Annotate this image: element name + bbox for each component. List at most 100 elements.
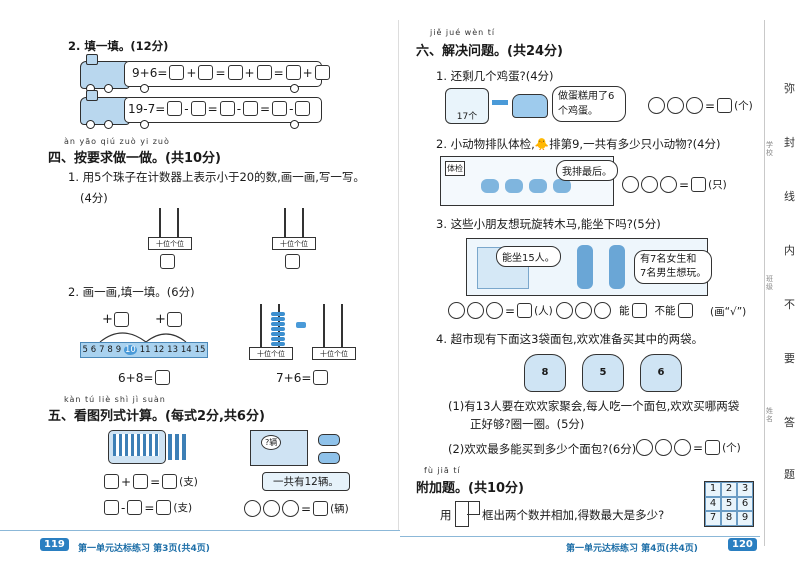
operand-circle[interactable]: [648, 97, 665, 114]
carousel-equation: = (人): [448, 302, 553, 319]
answer-box[interactable]: [313, 501, 329, 516]
animal-icon: [481, 179, 499, 193]
speech-bubble-eggs: 做蛋糕用了6个鸡蛋。: [552, 86, 626, 122]
operator-circle[interactable]: [575, 302, 592, 319]
child-icon: [609, 245, 625, 289]
gutter: [398, 20, 399, 530]
bread-bag-icon[interactable]: 8: [524, 354, 566, 392]
cannot-checkbox[interactable]: [677, 303, 693, 318]
abacus-label: 十位个位: [312, 347, 356, 360]
operand-circle[interactable]: [660, 176, 677, 193]
sec6-q4-2: (2)欢欢最多能买到多少个面包?(6分): [448, 442, 637, 456]
answer-box[interactable]: [243, 101, 259, 116]
answer-box[interactable]: [717, 98, 733, 113]
sec5-pinyin: kàn tú liè shì jì suàn: [64, 395, 166, 404]
sec6-q4: 4. 超市现有下面这3袋面包,欢欢准备买其中的两袋。: [436, 332, 704, 346]
compare-row: 能 不能: [556, 302, 693, 319]
equation-6-plus-8: 6+8=: [118, 370, 171, 385]
eggs-equation: = (个): [648, 97, 753, 114]
speech-bubble-last: 我排最后。: [556, 160, 618, 181]
egg-tray-icon: 17个: [445, 88, 489, 124]
operator-circle[interactable]: [641, 176, 658, 193]
operand-circle[interactable]: [486, 302, 503, 319]
footer-rule: [400, 536, 760, 537]
extra-pinyin: fù jiā tí: [424, 466, 461, 475]
answer-box[interactable]: [295, 101, 311, 116]
operator-circle[interactable]: [263, 500, 280, 517]
q2-fill-label: 2. 填一填。(12分): [68, 39, 169, 53]
answer-box[interactable]: [198, 65, 214, 80]
number-grid: 1 2 3 4 5 6 7 8 9: [704, 481, 754, 527]
pencil-icon: [182, 434, 186, 460]
abacus-label: 十位个位: [148, 237, 192, 250]
operand-circle[interactable]: [686, 97, 703, 114]
tick-hint: (画“√”): [710, 306, 747, 318]
answer-box[interactable]: [190, 101, 206, 116]
answer-box[interactable]: [156, 500, 172, 515]
sec4-pinyin: àn yāo qiú zuò yi zuò: [64, 137, 170, 146]
sec6-q4-1a: (1)有13人要在欢欢家聚会,每人吃一个面包,欢欢买哪两袋: [448, 399, 740, 413]
sec4-q1: 1. 用5个珠子在计数器上表示小于20的数,画一画,写一写。: [68, 170, 365, 184]
pencil-eq-sub: - = (支): [104, 500, 192, 515]
sec6-q1: 1. 还剩几个鸡蛋?(4分): [436, 69, 554, 83]
operand-circle[interactable]: [594, 302, 611, 319]
pencil-eq-add: + = (支): [104, 474, 198, 489]
answer-box[interactable]: [705, 440, 721, 455]
operator-circle[interactable]: [655, 439, 672, 456]
footer-text: 第一单元达标练习 第3页(共4页): [78, 544, 210, 554]
can-checkbox[interactable]: [631, 303, 647, 318]
operand-circle[interactable]: [636, 439, 653, 456]
cake-icon: [512, 94, 548, 118]
answer-box[interactable]: [285, 254, 300, 269]
answer-box[interactable]: [272, 101, 288, 116]
sec4-q1-score: (4分): [80, 191, 108, 205]
operand-circle[interactable]: [244, 500, 261, 517]
animal-icon: [553, 179, 571, 193]
operand-circle[interactable]: [448, 302, 465, 319]
answer-box[interactable]: [169, 65, 185, 80]
answer-box[interactable]: [104, 500, 119, 515]
bread-bag-icon[interactable]: 6: [640, 354, 682, 392]
animal-icon: [505, 179, 523, 193]
sec6-q2: 2. 小动物排队体检,🐥排第9,一共有多少只小动物?(4分): [436, 137, 721, 151]
arrow-icon: [492, 100, 508, 105]
answer-box[interactable]: [219, 101, 235, 116]
operator-circle[interactable]: [467, 302, 484, 319]
sec4-q2: 2. 画一画,填一填。(6分): [68, 285, 195, 299]
answer-box[interactable]: [285, 65, 301, 80]
answer-box[interactable]: [160, 254, 175, 269]
fill-equation-2: 19-7= - = - = -: [128, 101, 311, 116]
answer-box[interactable]: [256, 65, 272, 80]
total-cars-label: 一共有12辆。: [262, 472, 350, 491]
answer-box[interactable]: [162, 474, 178, 489]
answer-box[interactable]: [114, 312, 129, 327]
animals-equation: = (只): [622, 176, 727, 193]
abacus-label: 十位个位: [272, 237, 316, 250]
operator-circle[interactable]: [667, 97, 684, 114]
answer-box[interactable]: [104, 474, 119, 489]
arrow-icon: [296, 322, 306, 328]
sec4-title: 四、按要求做一做。(共10分): [48, 151, 221, 166]
answer-box[interactable]: [227, 65, 243, 80]
extra-text-post: 框出两个数并相加,得数最大是多少?: [482, 508, 665, 522]
operand-circle[interactable]: [282, 500, 299, 517]
answer-box[interactable]: [133, 474, 149, 489]
answer-box[interactable]: [155, 370, 171, 385]
page-number: 120: [728, 538, 757, 551]
operand-circle[interactable]: [556, 302, 573, 319]
bread-bag-icon[interactable]: 5: [582, 354, 624, 392]
answer-box[interactable]: [691, 177, 707, 192]
answer-box[interactable]: [314, 65, 330, 80]
answer-box[interactable]: [127, 500, 143, 515]
fill-equation-1: 9+6= + = + = +: [132, 65, 330, 80]
car-box-icon: ?辆: [250, 430, 308, 466]
operand-circle[interactable]: [622, 176, 639, 193]
answer-box[interactable]: [313, 370, 329, 385]
footer-rule: [0, 530, 400, 531]
sec6-q4-1b: 正好够?圈一圈。(5分): [470, 417, 585, 431]
answer-box[interactable]: [167, 101, 183, 116]
page-number: 119: [40, 538, 69, 551]
answer-box[interactable]: [517, 303, 533, 318]
operand-circle[interactable]: [674, 439, 691, 456]
answer-box[interactable]: [167, 312, 182, 327]
